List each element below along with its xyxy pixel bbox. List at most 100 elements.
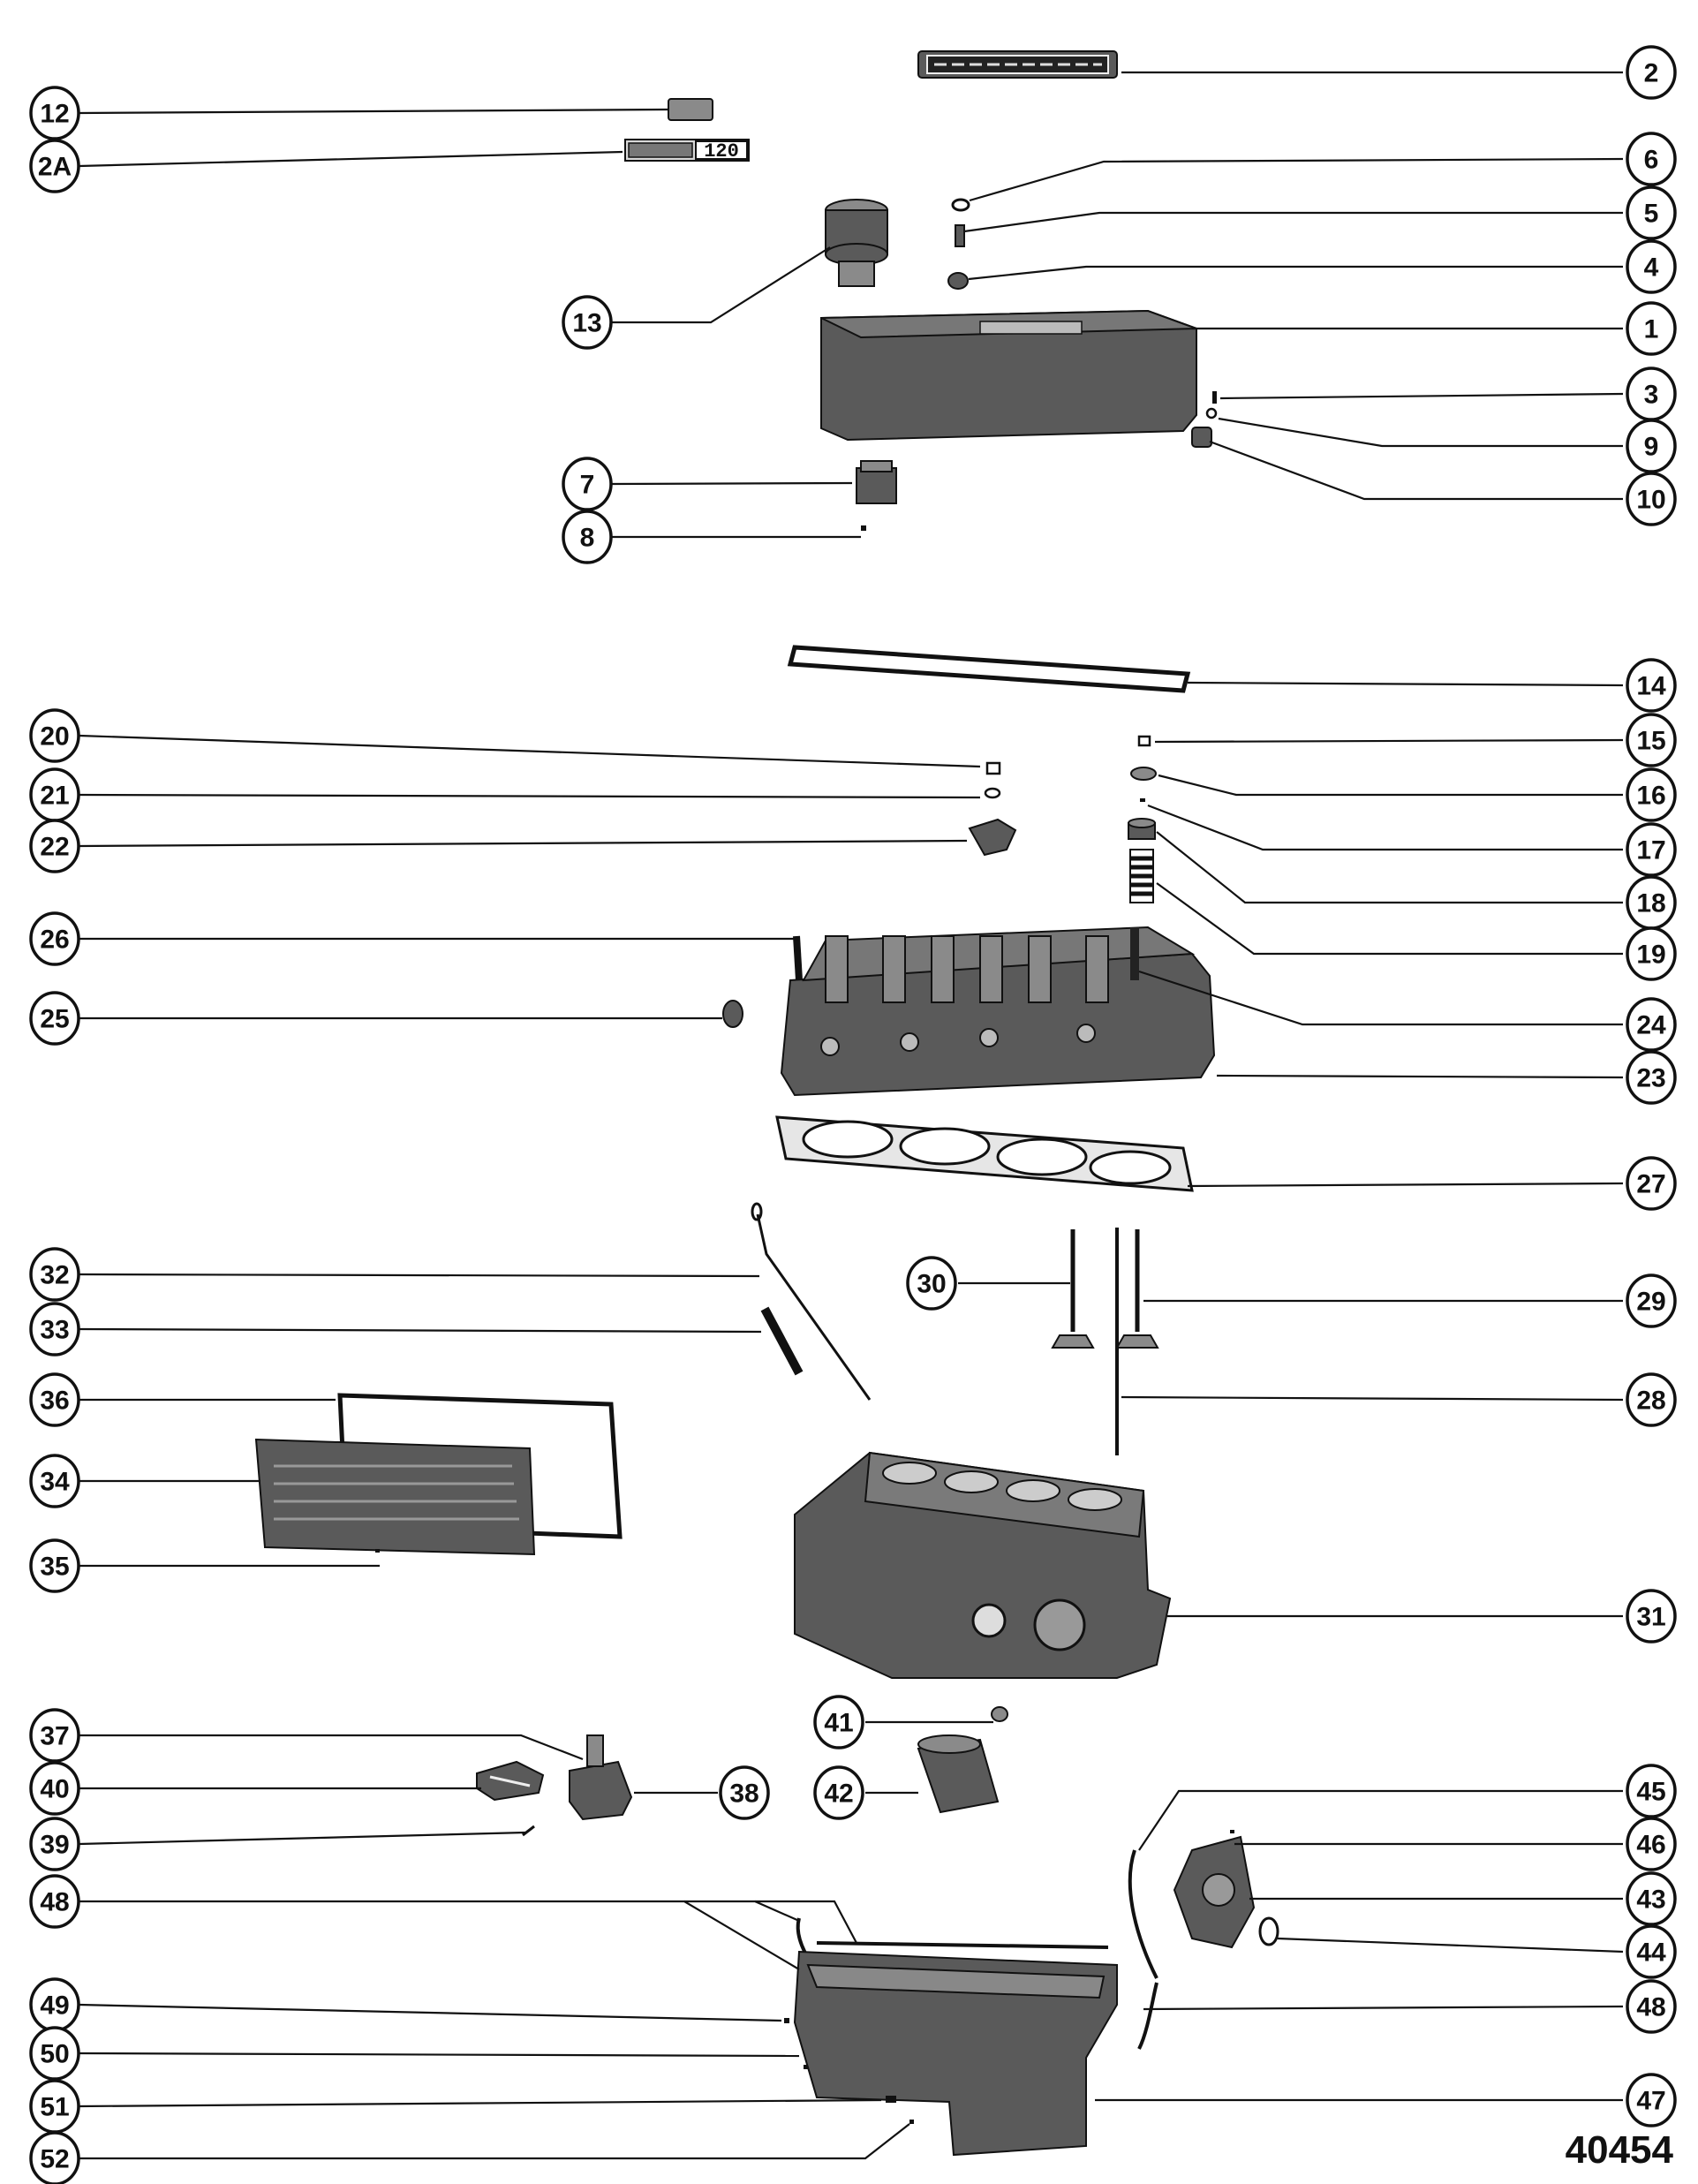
callout-label: 10 bbox=[1636, 486, 1665, 515]
part-19-valve-spring bbox=[1129, 849, 1154, 903]
callout-label: 5 bbox=[1644, 200, 1659, 229]
part-15-cap bbox=[1137, 735, 1151, 747]
callout-26: 26 bbox=[29, 911, 80, 966]
callout-36: 36 bbox=[29, 1372, 80, 1427]
callout-circle bbox=[1626, 1050, 1677, 1105]
callout-label: 32 bbox=[40, 1261, 69, 1290]
callout-circle bbox=[29, 819, 80, 873]
part-43-timing-cover bbox=[1173, 1835, 1256, 1949]
callout-label: 12 bbox=[40, 100, 69, 129]
parts-illustrations: 120 bbox=[254, 50, 1279, 2157]
callout-label: 28 bbox=[1636, 1387, 1665, 1416]
part-13-filler-cap bbox=[825, 199, 888, 287]
callout-8: 8 bbox=[562, 510, 613, 564]
callout-label: 18 bbox=[1636, 889, 1665, 918]
part-5-bolt bbox=[955, 224, 965, 247]
part-29-exhaust-valve bbox=[1115, 1229, 1159, 1349]
part-1-rocker-cover bbox=[820, 309, 1197, 442]
callout-circle bbox=[29, 1817, 80, 1871]
callout-circle bbox=[29, 1538, 80, 1593]
part-20-nut bbox=[985, 761, 1001, 775]
part-9-washer bbox=[1205, 407, 1218, 419]
callout-label: 13 bbox=[572, 309, 601, 338]
part-32-dipstick bbox=[756, 1213, 872, 1401]
callout-label: 25 bbox=[40, 1005, 69, 1034]
callout-15: 15 bbox=[1626, 713, 1677, 767]
callout-7: 7 bbox=[562, 457, 613, 511]
callout-circle bbox=[1626, 1924, 1677, 1979]
callout-circle bbox=[1626, 1871, 1677, 1926]
part-52-gasket bbox=[909, 2120, 914, 2124]
callout-label: 45 bbox=[1636, 1778, 1665, 1807]
callout-label: 21 bbox=[40, 782, 69, 811]
part-12-decal bbox=[668, 98, 713, 121]
part-25-plug bbox=[722, 1000, 743, 1028]
callout-17: 17 bbox=[1626, 822, 1677, 877]
callout-circle bbox=[1626, 132, 1677, 186]
callout-circle bbox=[1626, 419, 1677, 473]
callout-circle bbox=[1626, 45, 1677, 100]
part-48-pan-gasket-long bbox=[816, 1941, 1109, 1949]
callout-46: 46 bbox=[1626, 1817, 1677, 1871]
callout-circle bbox=[1626, 822, 1677, 877]
callout-23: 23 bbox=[1626, 1050, 1677, 1105]
callout-circle bbox=[1626, 185, 1677, 240]
callout-circle bbox=[1626, 1764, 1677, 1818]
callout-circle bbox=[29, 991, 80, 1046]
callout-label: 29 bbox=[1636, 1288, 1665, 1317]
part-33-dipstick-tube bbox=[760, 1306, 804, 1376]
callout-2a: 2A bbox=[29, 139, 80, 193]
callout-circle bbox=[1626, 1817, 1677, 1871]
callout-40: 40 bbox=[29, 1761, 80, 1816]
part-40-pump-screen bbox=[476, 1760, 545, 1802]
callout-label: 1 bbox=[1644, 315, 1659, 344]
callout-label: 27 bbox=[1636, 1170, 1665, 1199]
part-8-fitting bbox=[861, 525, 866, 531]
part-3-clip bbox=[1212, 391, 1217, 404]
callout-30: 30 bbox=[906, 1256, 957, 1311]
callout-label: 42 bbox=[824, 1780, 853, 1809]
callout-label: 43 bbox=[1636, 1885, 1665, 1915]
callout-circle bbox=[29, 1761, 80, 1816]
callout-9: 9 bbox=[1626, 419, 1677, 473]
callout-circle bbox=[29, 1874, 80, 1929]
callout-circle bbox=[562, 457, 613, 511]
part-14-cover-gasket bbox=[787, 645, 1191, 693]
callout-label: 14 bbox=[1636, 672, 1666, 701]
callout-31: 31 bbox=[1626, 1589, 1677, 1644]
callout-label: 34 bbox=[40, 1468, 70, 1497]
part-10-grommet bbox=[1191, 427, 1212, 448]
callout-label: 20 bbox=[40, 722, 69, 752]
callout-label: 33 bbox=[40, 1316, 69, 1345]
callout-label: 9 bbox=[1644, 433, 1659, 462]
callout-label: 39 bbox=[40, 1831, 69, 1860]
callout-label: 22 bbox=[40, 833, 69, 862]
part-22-rocker-arm bbox=[968, 818, 1017, 857]
part-35-screw bbox=[375, 1549, 380, 1553]
part-17-key bbox=[1140, 798, 1145, 802]
callout-3: 3 bbox=[1626, 367, 1677, 421]
part-16-retainer bbox=[1130, 767, 1157, 781]
part-2a-model-badge: 120 bbox=[624, 139, 750, 162]
callout-circle bbox=[29, 2026, 80, 2081]
callout-35: 35 bbox=[29, 1538, 80, 1593]
callout-circle bbox=[562, 295, 613, 350]
callout-label: 17 bbox=[1636, 836, 1665, 865]
callout-25: 25 bbox=[29, 991, 80, 1046]
callout-12: 12 bbox=[29, 86, 80, 140]
part-31-cylinder-block bbox=[794, 1451, 1172, 1679]
callout-label: 6 bbox=[1644, 146, 1659, 175]
callout-label: 15 bbox=[1636, 727, 1665, 756]
part-34-side-cover bbox=[254, 1438, 536, 1556]
model-badge-text: 120 bbox=[704, 140, 739, 162]
callout-label: 16 bbox=[1636, 782, 1665, 811]
callout-circle bbox=[29, 1302, 80, 1356]
callout-29: 29 bbox=[1626, 1273, 1677, 1328]
part-4-grommet bbox=[947, 272, 969, 290]
callout-circle bbox=[1626, 713, 1677, 767]
callout-label: 2 bbox=[1644, 59, 1659, 88]
callout-label: 41 bbox=[824, 1709, 853, 1738]
callout-47: 47 bbox=[1626, 2073, 1677, 2127]
callout-6: 6 bbox=[1626, 132, 1677, 186]
